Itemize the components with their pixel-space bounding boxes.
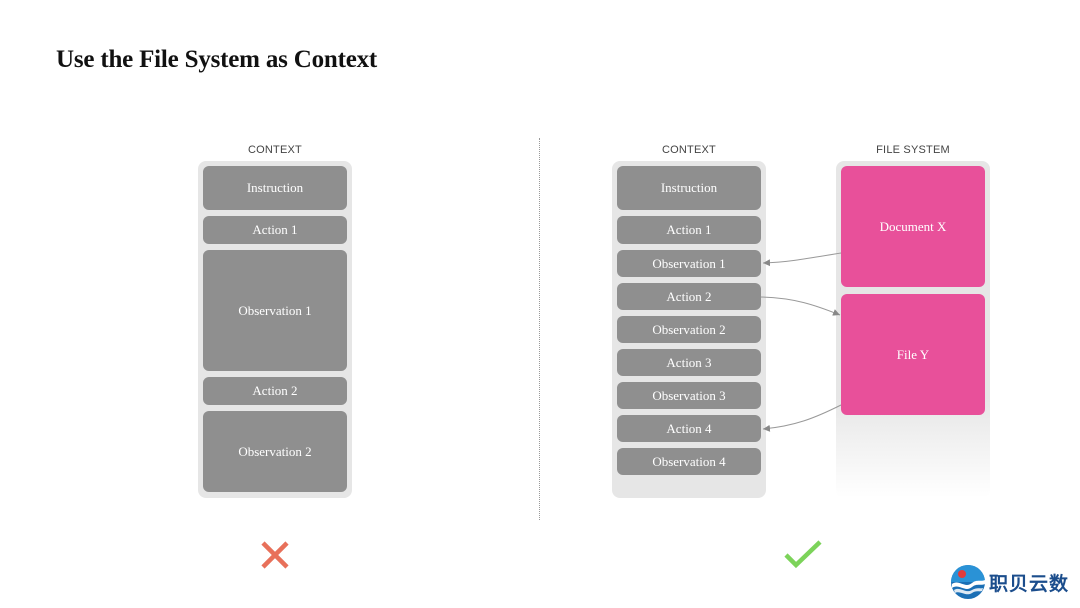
left-context-header: CONTEXT [248,144,302,156]
right-instruction-block: Instruction [617,166,761,210]
right-action-4-block: Action 4 [617,415,761,442]
right-context-header: CONTEXT [662,144,716,156]
left-action-1-block: Action 1 [203,216,347,244]
arrow-file-y-to-action-4 [762,404,842,432]
left-action-2-block: Action 2 [203,377,347,405]
page-title: Use the File System as Context [56,46,378,73]
file-system-header: FILE SYSTEM [876,144,950,156]
right-observation-3-block: Observation 3 [617,382,761,409]
globe-wave-icon [951,565,985,599]
left-instruction-block: Instruction [203,166,347,210]
right-observation-4-block: Observation 4 [617,448,761,475]
file-y-block: File Y [841,294,985,415]
logo-text: 职贝云数 [989,572,1070,595]
right-observation-1-block: Observation 1 [617,250,761,277]
right-observation-2-block: Observation 2 [617,316,761,343]
brand-logo: 职贝云数 [950,564,1069,600]
left-observation-2-block: Observation 2 [203,411,347,492]
right-action-3-block: Action 3 [617,349,761,376]
section-divider [539,138,540,520]
document-x-block: Document X [841,166,985,287]
right-action-2-block: Action 2 [617,283,761,310]
right-action-1-block: Action 1 [617,216,761,244]
left-observation-1-block: Observation 1 [203,250,347,371]
arrow-document-x-to-observation-1 [762,252,842,267]
arrow-action-2-to-file-y [760,296,841,316]
